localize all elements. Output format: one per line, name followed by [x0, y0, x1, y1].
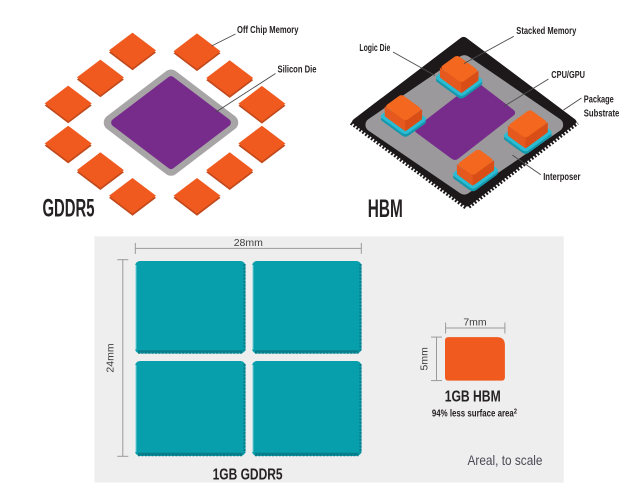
- svg-text:Substrate: Substrate: [584, 107, 620, 119]
- svg-text:5mm: 5mm: [419, 347, 431, 371]
- svg-text:94% less surface area2: 94% less surface area2: [432, 409, 517, 420]
- svg-text:24mm: 24mm: [105, 343, 117, 372]
- svg-text:1GB GDDR5: 1GB GDDR5: [213, 467, 283, 484]
- svg-text:GDDR5: GDDR5: [43, 195, 95, 223]
- svg-text:28mm: 28mm: [234, 237, 263, 249]
- svg-text:Off Chip Memory: Off Chip Memory: [237, 24, 299, 36]
- svg-text:Stacked Memory: Stacked Memory: [516, 25, 576, 37]
- svg-text:Silicon Die: Silicon Die: [278, 64, 317, 76]
- svg-text:Areal, to scale: Areal, to scale: [468, 452, 543, 468]
- svg-text:Logic Die: Logic Die: [359, 42, 390, 54]
- svg-text:7mm: 7mm: [463, 316, 487, 328]
- svg-text:HBM: HBM: [368, 195, 403, 223]
- svg-text:CPU/GPU: CPU/GPU: [551, 69, 585, 81]
- svg-text:Package: Package: [584, 93, 614, 105]
- svg-text:Interposer: Interposer: [543, 171, 580, 183]
- svg-text:1GB HBM: 1GB HBM: [445, 388, 501, 405]
